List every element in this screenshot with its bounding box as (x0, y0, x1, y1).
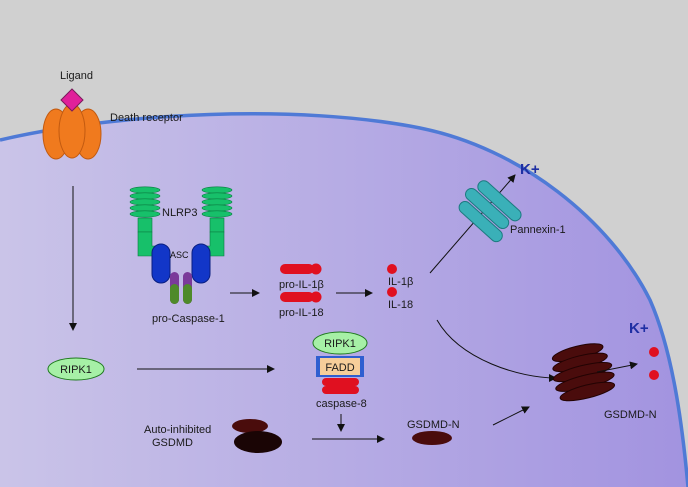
il1b-label: IL-1β (388, 276, 413, 288)
k-plus-top: K+ (520, 161, 540, 178)
ligand-label: Ligand (60, 70, 93, 82)
il18-dot (387, 287, 397, 297)
arrow-pore-release (596, 361, 638, 373)
ligand-shape (60, 88, 84, 112)
gsdmd-inhibited-bottom (234, 431, 282, 453)
nlrp3-inflammasome (129, 186, 233, 304)
gsdmd-inhibited-top (232, 419, 268, 433)
arrow-gsdmd-n-to-pore (492, 406, 530, 426)
pro-caspase1-label: pro-Caspase-1 (152, 313, 225, 325)
auto-inhibited-label-1: Auto-inhibited (144, 424, 211, 436)
gsdmd-n-pore-label: GSDMD-N (604, 409, 657, 421)
il1b-dot (387, 264, 397, 274)
released-il-dot-1 (649, 347, 659, 357)
ripk1-complex-shape (312, 331, 368, 355)
ripk1-left-label: RIPK1 (60, 364, 92, 376)
pro-il18-shape (280, 291, 322, 303)
gsdmd-n-pore (551, 343, 616, 402)
pannexin1-channel (458, 180, 522, 243)
gsdmd-n-fragment (412, 431, 452, 445)
cell-membrane (0, 112, 688, 487)
caspase8-shape (322, 378, 359, 394)
gsdmd-n-mid-label: GSDMD-N (407, 419, 460, 431)
asc-label: ASC (170, 250, 189, 260)
pro-il1b-label: pro-IL-1β (279, 279, 324, 291)
death-receptor-label: Death receptor (110, 112, 183, 124)
k-plus-right: K+ (629, 320, 649, 337)
auto-inhibited-label-2: GSDMD (152, 437, 193, 449)
nlrp3-label: NLRP3 (162, 207, 197, 219)
arrow-il-to-exterior (429, 174, 516, 274)
caspase8-label: caspase-8 (316, 398, 367, 410)
fadd-label: FADD (325, 362, 354, 374)
pro-il1b-shape (280, 263, 322, 275)
released-il-dot-2 (649, 370, 659, 380)
arrow-il-to-pore (436, 319, 557, 382)
ripk1-complex-label: RIPK1 (324, 338, 356, 350)
il18-label: IL-18 (388, 299, 413, 311)
death-receptor (42, 103, 102, 160)
pro-il18-label: pro-IL-18 (279, 307, 324, 319)
ripk1-left-shape (47, 357, 105, 381)
fadd-shape (320, 358, 360, 375)
pannexin1-label: Pannexin-1 (510, 224, 566, 236)
